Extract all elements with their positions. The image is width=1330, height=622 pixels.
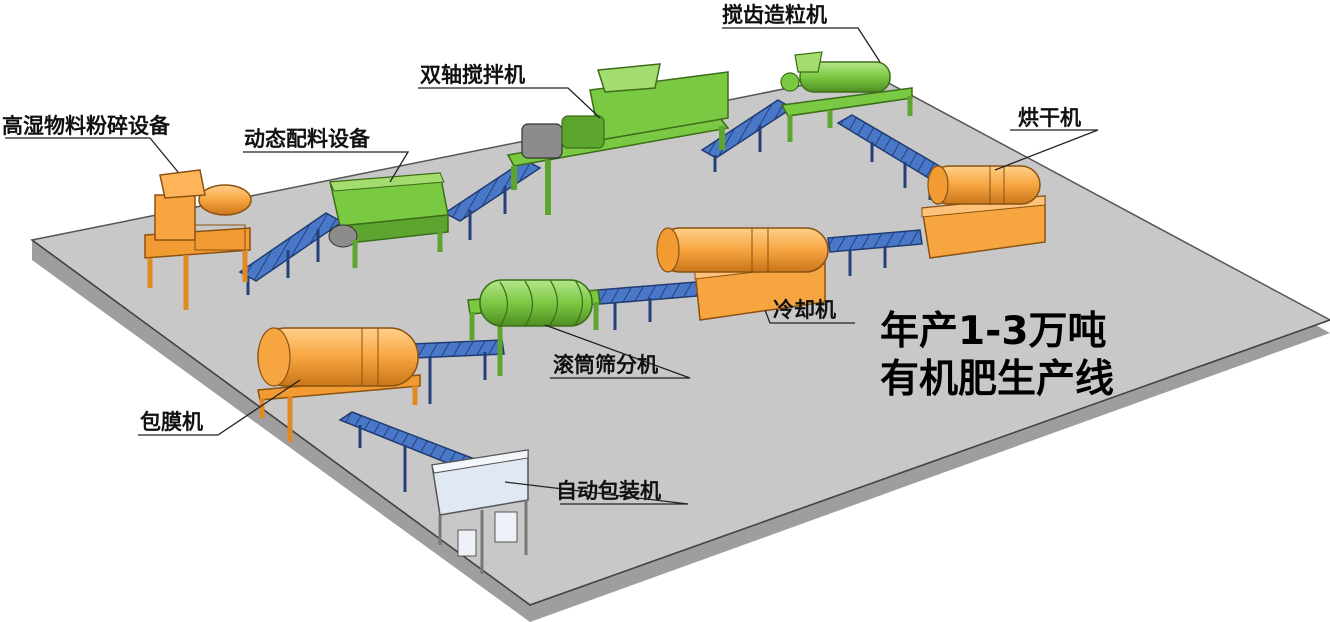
- leader-lines: [5, 27, 1099, 505]
- label-mixer: 双轴搅拌机: [420, 63, 525, 87]
- label-packer: 自动包装机: [556, 479, 661, 503]
- production-line-title: 年产1-3万吨 有机肥生产线: [880, 308, 1114, 403]
- conveyor-crusher-batching: [238, 212, 344, 295]
- title-line-2: 有机肥生产线: [880, 356, 1115, 402]
- label-cooler: 冷却机: [773, 298, 836, 322]
- mixer-machine: [506, 63, 730, 215]
- batching-machine: [328, 172, 449, 268]
- label-crusher: 高湿物料粉碎设备: [2, 114, 170, 138]
- cooler-machine: [656, 227, 829, 321]
- title-line-1: 年产1-3万吨: [880, 309, 1107, 354]
- label-batching: 动态配料设备: [244, 127, 370, 151]
- label-dryer: 烘干机: [1018, 106, 1081, 130]
- floor: [30, 71, 1330, 622]
- dryer-machine: [921, 165, 1046, 259]
- screener-machine: [467, 279, 601, 376]
- granulator-machine: [780, 51, 913, 142]
- crusher-machine: [144, 169, 252, 310]
- coater-machine: [257, 327, 421, 442]
- conveyor-screener-coater: [411, 339, 505, 404]
- label-granulator: 搅齿造粒机: [722, 3, 827, 27]
- label-coater: 包膜机: [140, 410, 203, 434]
- packer-machine: [431, 449, 529, 574]
- conveyor-dryer-cooler: [827, 229, 923, 276]
- label-screener: 滚筒筛分机: [553, 353, 658, 377]
